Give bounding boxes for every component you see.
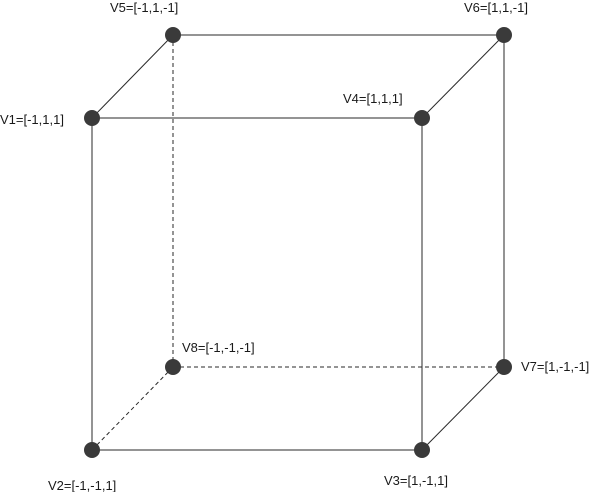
vertex-v8 — [165, 359, 181, 375]
vertex-label-v5: V5=[-1,1,-1] — [110, 0, 178, 15]
edge-v1-v5 — [91, 34, 174, 119]
vertex-label-v6: V6=[1,1,-1] — [464, 0, 528, 15]
vertex-v6 — [496, 27, 512, 43]
edge-v4-v6 — [421, 34, 505, 119]
vertex-label-v1: V1=[-1,1,1] — [0, 112, 64, 127]
vertices-layer — [84, 27, 512, 458]
edge-v2-v8 — [91, 366, 174, 451]
edges-layer — [91, 34, 505, 451]
vertex-label-v4: V4=[1,1,1] — [343, 91, 403, 106]
edge-v3-v7 — [421, 366, 505, 451]
vertex-v2 — [84, 442, 100, 458]
vertex-v4 — [414, 110, 430, 126]
vertex-v7 — [496, 359, 512, 375]
vertex-label-v7: V7=[1,-1,-1] — [521, 359, 589, 374]
vertex-v5 — [165, 27, 181, 43]
vertex-label-v2: V2=[-1,-1,1] — [48, 478, 116, 492]
vertex-label-v8: V8=[-1,-1,-1] — [182, 340, 255, 355]
vertex-v1 — [84, 110, 100, 126]
vertex-label-v3: V3=[1,-1,1] — [384, 473, 448, 488]
vertex-v3 — [414, 442, 430, 458]
